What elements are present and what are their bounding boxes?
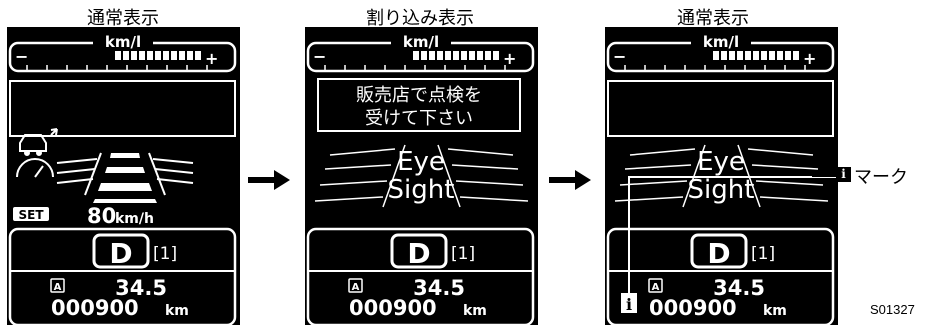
display-interrupt-graphic: km/l − + 販売店で点検を 受けて下さい Eye Sight D — [306, 33, 535, 327]
lead-car-bars — [93, 153, 157, 203]
trip-value: 34.5 — [115, 276, 167, 300]
gear-sub: [1] — [153, 244, 177, 264]
gauge-unit: km/l — [403, 33, 439, 51]
odometer-value: 000900 — [649, 296, 737, 320]
trip-label: A — [652, 282, 660, 293]
gauge-minus: − — [15, 47, 28, 66]
display-normal-1: km/l − + — [7, 27, 240, 327]
display-normal-1-graphic: km/l − + — [8, 33, 237, 327]
interrupt-message-box — [317, 78, 521, 132]
gauge-ticks — [26, 65, 208, 70]
figure-code: S01327 — [870, 302, 915, 317]
gauge-minus: − — [613, 47, 626, 66]
odometer-unit: km — [165, 303, 189, 319]
info-mark-icon: i — [836, 167, 851, 182]
leader-line-connector — [812, 175, 836, 177]
trip-label: A — [54, 282, 62, 293]
info-box — [9, 80, 236, 137]
display-normal-2-graphic: km/l − + Eye Sight D [1] A 34.5 — [606, 33, 835, 327]
gear-position: D — [109, 237, 132, 270]
gear-box — [92, 233, 150, 269]
eyesight-line2: Sight — [388, 175, 455, 205]
gauge-unit: km/l — [105, 33, 141, 51]
gear-position: D — [707, 237, 730, 270]
odometer-unit: km — [763, 303, 787, 319]
gear-sub: [1] — [751, 244, 775, 264]
eyesight-line1: Eye — [397, 147, 445, 177]
lane-graphic — [56, 152, 194, 196]
gauge-plus: + — [503, 49, 516, 68]
trip-value: 34.5 — [413, 276, 465, 300]
odometer-unit: km — [463, 303, 487, 319]
set-speed: 80 — [87, 204, 116, 228]
gauge-unit: km/l — [703, 33, 739, 51]
trip-badge — [50, 278, 65, 293]
arrow-right-icon — [248, 170, 290, 190]
odometer-value: 000900 — [51, 296, 139, 320]
info-icon-glyph: i — [626, 295, 632, 314]
caption-normal-2: 通常表示 — [677, 8, 749, 29]
gauge-minus: − — [313, 47, 326, 66]
arrow-right-icon — [549, 170, 591, 190]
info-mark-label: マーク — [854, 167, 908, 188]
leader-line-inner — [628, 176, 639, 293]
car-speed-icon — [16, 128, 58, 178]
odometer-value: 000900 — [349, 296, 437, 320]
gauge-bars — [115, 51, 201, 60]
interrupt-line2: 受けて下さい — [365, 108, 473, 129]
leader-line-outer — [638, 176, 836, 178]
speed-unit: km/h — [115, 211, 154, 227]
gear-sub: [1] — [451, 244, 475, 264]
set-badge-bg — [13, 207, 49, 221]
eyesight-lines — [314, 144, 529, 208]
eyesight-line2: Sight — [688, 175, 755, 205]
gear-position: D — [407, 237, 430, 270]
caption-normal-1: 通常表示 — [87, 8, 159, 29]
gauge-plus: + — [205, 49, 218, 68]
info-icon — [621, 293, 637, 313]
set-badge: SET — [18, 208, 44, 222]
trip-label: A — [352, 282, 360, 293]
display-interrupt: km/l − + 販売店で点検を 受けて下さい Eye Sight D — [305, 27, 538, 327]
eyesight-line1: Eye — [697, 147, 745, 177]
interrupt-line1: 販売店で点検を — [356, 85, 482, 106]
gauge-plus: + — [803, 49, 816, 68]
caption-interrupt: 割り込み表示 — [366, 8, 474, 29]
trip-value: 34.5 — [713, 276, 765, 300]
